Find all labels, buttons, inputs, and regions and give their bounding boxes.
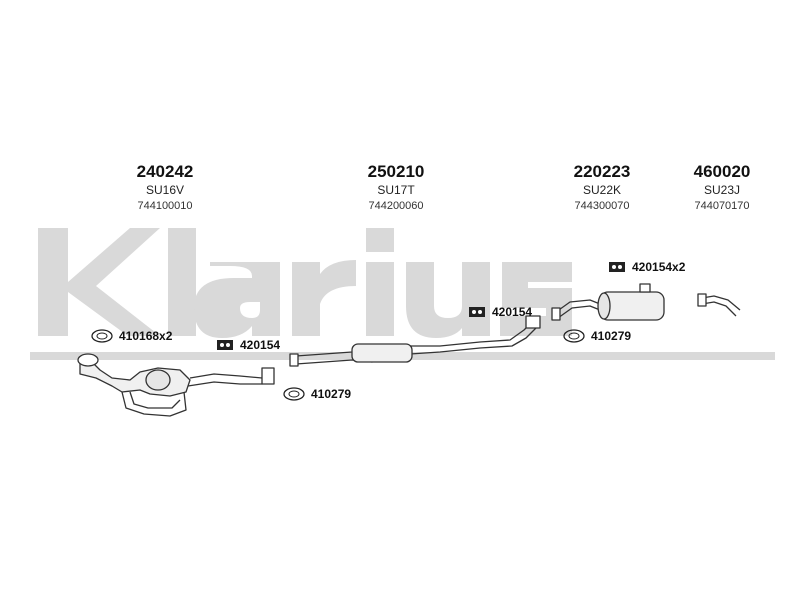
accessory-label: 410279: [311, 387, 352, 401]
gasket-410279-right: 410279: [562, 328, 631, 344]
part-number: 460020: [693, 162, 751, 181]
part-label-center-pipe: 250210 SU17T 744200060: [331, 162, 461, 214]
gasket-410279-center: 410279: [282, 386, 351, 402]
rubber-mount-icon: [609, 262, 625, 272]
accessory-label: 420154: [492, 305, 533, 319]
part-code: SU17T: [377, 183, 415, 197]
gasket-410168x2: 410168x2: [90, 328, 172, 344]
accessory-label: 420154x2: [632, 260, 686, 274]
part-reference: 744070170: [694, 200, 750, 212]
part-label-rear-silencer: 220223 SU22K 744300070: [537, 162, 667, 214]
part-number: 220223: [573, 162, 631, 181]
gasket-icon: [563, 329, 585, 343]
front-section-part: [77, 353, 275, 417]
accessory-label: 410279: [591, 329, 632, 343]
part-number: 250210: [367, 162, 425, 181]
part-code: SU22K: [582, 183, 622, 197]
part-code: SU16V: [145, 183, 185, 197]
part-reference: 744200060: [368, 200, 424, 212]
rubber-mount-icon: [217, 340, 233, 350]
part-reference: 744100010: [137, 200, 193, 212]
gasket-icon: [283, 387, 305, 401]
accessory-label: 420154: [240, 338, 281, 352]
part-label-front-section: 240242 SU16V 744100010: [100, 162, 230, 214]
part-code: SU23J: [703, 183, 741, 197]
center-pipe-part: [289, 315, 541, 367]
accessory-label: 410168x2: [119, 329, 173, 343]
mount-420154-left: 420154: [215, 336, 280, 354]
rubber-mount-icon: [469, 307, 485, 317]
gasket-icon: [91, 329, 113, 343]
tail-pipe-part: [697, 293, 741, 317]
part-reference: 744300070: [574, 200, 630, 212]
mount-420154-center: 420154: [467, 303, 532, 321]
part-number: 240242: [136, 162, 194, 181]
rear-silencer-part: [551, 283, 665, 321]
part-label-tail-pipe: 460020 SU23J 744070170: [657, 162, 787, 214]
mount-420154x2: 420154x2: [607, 258, 685, 276]
